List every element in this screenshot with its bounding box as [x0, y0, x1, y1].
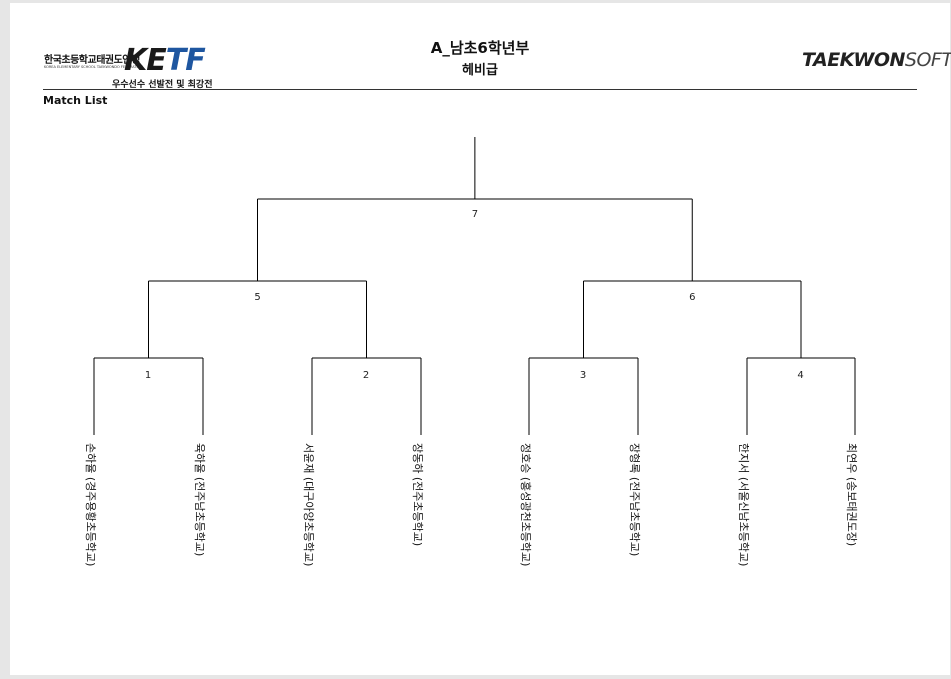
- match-number-sf-1: 5: [254, 292, 260, 303]
- player-name: 손하율 (경주용황초등학교): [84, 443, 98, 566]
- bracket-sheet: 한국초등학교태권도연맹 KOREA ELEMENTARY SCHOOL TAEK…: [10, 3, 951, 675]
- player-name: 장형록 (전주남초등학교): [628, 443, 641, 556]
- header-divider: [43, 89, 917, 90]
- sheet-header: 한국초등학교태권도연맹 KOREA ELEMENTARY SCHOOL TAEK…: [10, 3, 951, 113]
- match-number-qf-1: 1: [145, 370, 151, 381]
- tournament-bracket: 1 2 3 4 5 6 7 손하율 (경주용황초등학교) 육하율 (전주남초등학교) 서윤재 (대…: [84, 137, 858, 566]
- federation-name-ko: 한국초등학교태권도연맹: [44, 55, 140, 66]
- match-number-final: 7: [472, 209, 478, 220]
- federation-logo-mark: KETF: [124, 43, 206, 78]
- bracket-labels: 1 2 3 4 5 6 7 손하율 (경주용황초등학교) 육하율 (전주남초등학교) 서윤재 (대…: [84, 209, 858, 566]
- bracket-lines: [93, 137, 856, 435]
- match-number-sf-2: 6: [689, 292, 695, 303]
- match-number-qf-2: 2: [363, 370, 369, 381]
- match-number-qf-4: 4: [797, 370, 803, 381]
- match-number-qf-3: 3: [580, 370, 586, 381]
- federation-logo: 한국초등학교태권도연맹 KOREA ELEMENTARY SCHOOL TAEK…: [44, 41, 244, 91]
- player-name: 정호승 (홍성광천초등학교): [519, 443, 533, 566]
- division-title: A_남초6학년부: [430, 39, 530, 57]
- player-name: 한지서 (서울신남초등학교): [737, 443, 750, 566]
- taekwonsoft-logo: TAEKWONSOFT: [802, 49, 951, 71]
- match-list-label: Match List: [43, 94, 108, 107]
- player-name: 장동하 (전주초등학교): [411, 443, 425, 546]
- federation-name-en: KOREA ELEMENTARY SCHOOL TAEKWONDO FEDERA…: [44, 65, 143, 69]
- player-name: 최연우 (송보태권도장): [845, 443, 858, 546]
- weight-class: 헤비급: [462, 63, 498, 78]
- player-name: 육하율 (전주남초등학교): [193, 443, 207, 556]
- event-name: 우수선수 선발전 및 최강전: [112, 80, 213, 90]
- player-name: 서윤재 (대구아양초등학교): [302, 443, 315, 566]
